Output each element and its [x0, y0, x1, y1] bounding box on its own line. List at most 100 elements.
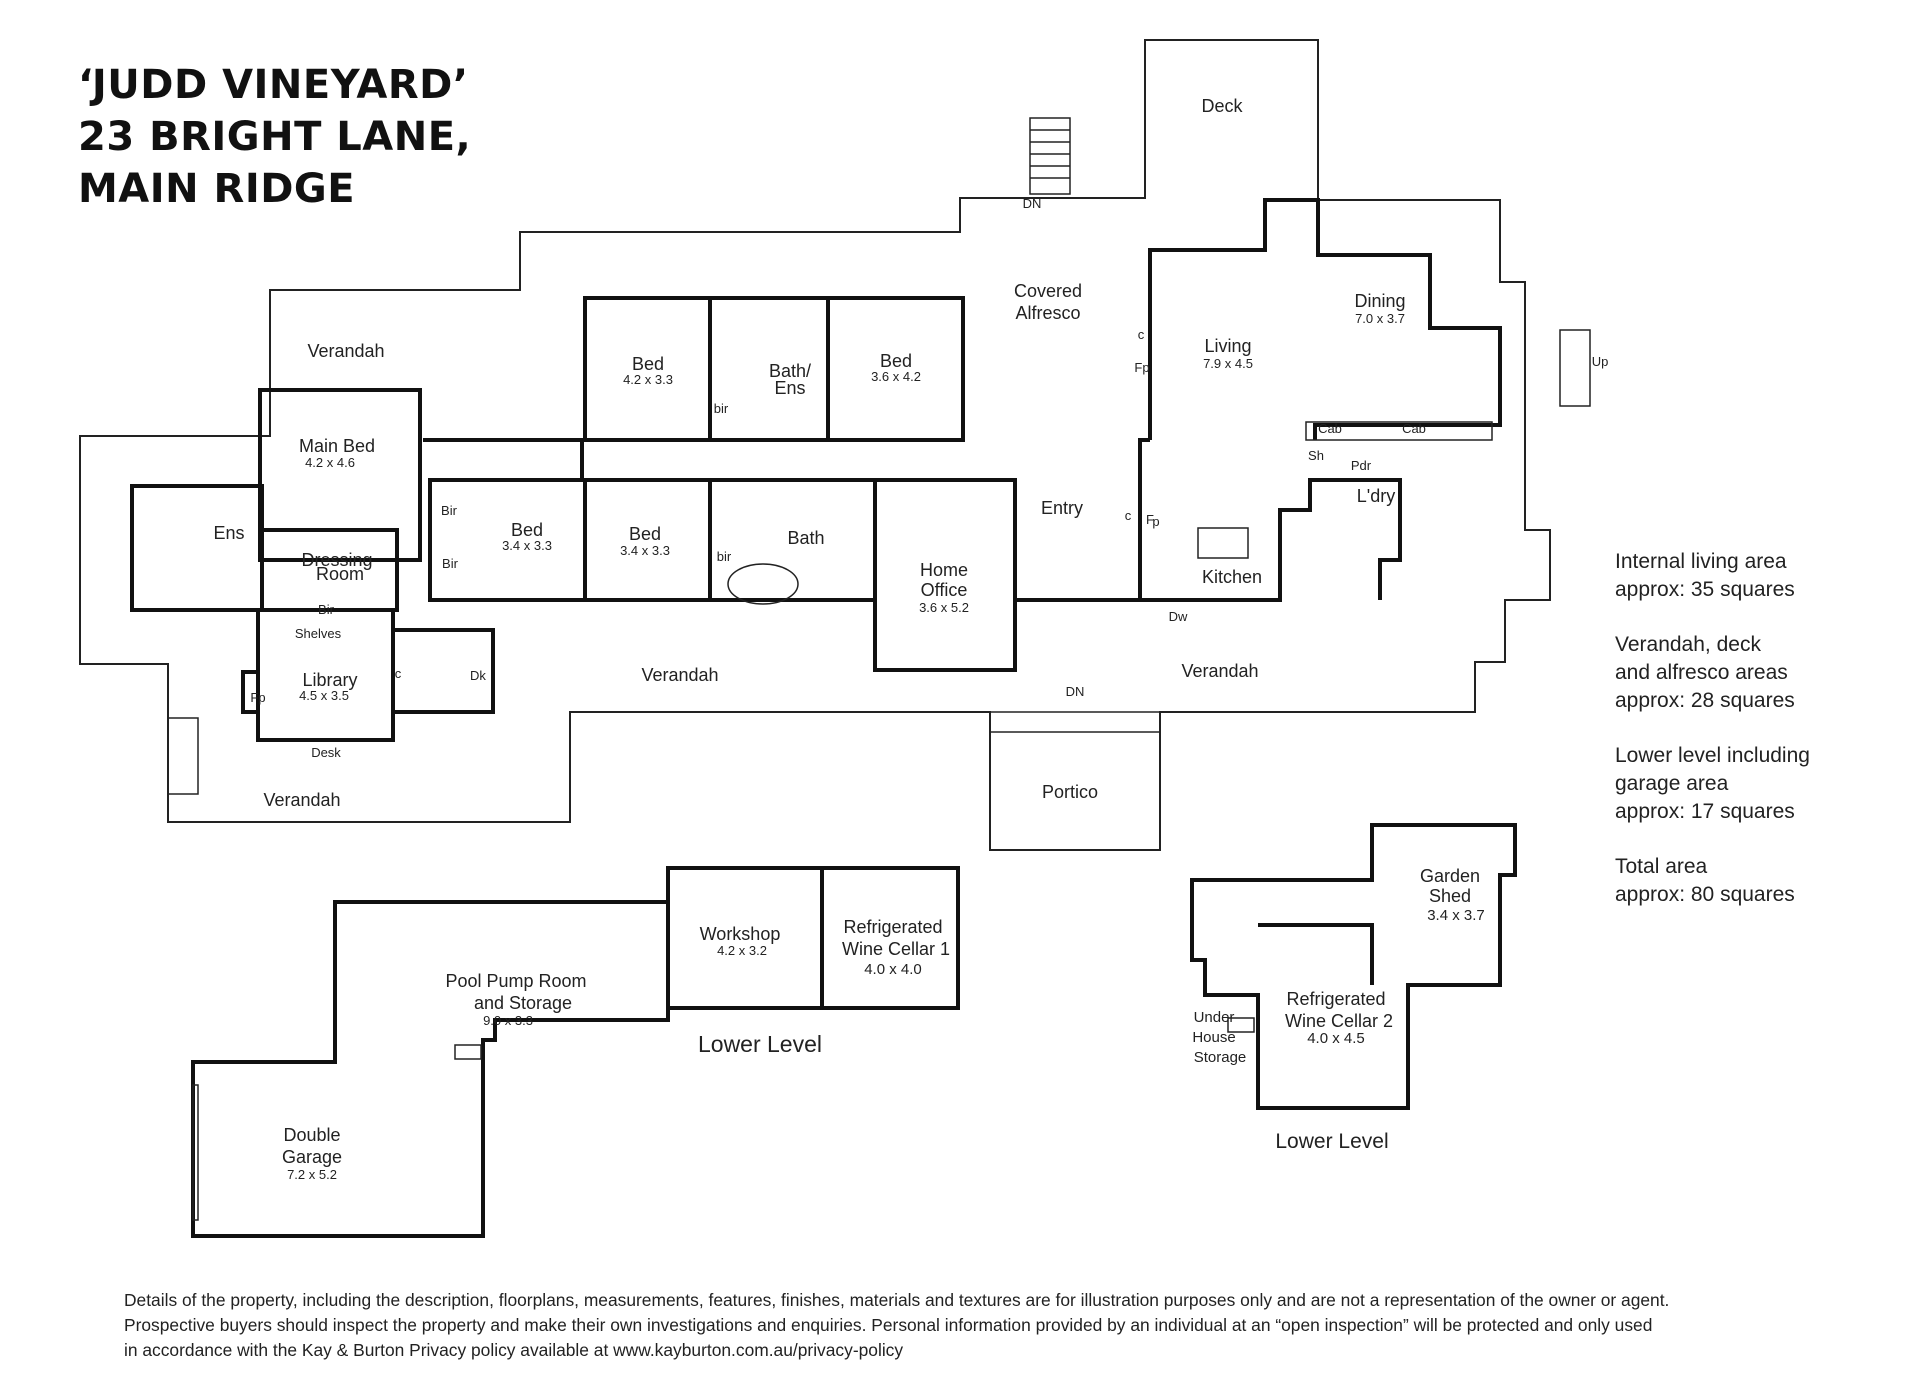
- disclaimer-line-3: in accordance with the Kay & Burton Priv…: [124, 1340, 904, 1360]
- area-lower-level: Lower level including garage area approx…: [1615, 742, 1905, 826]
- deck-label: Deck: [1201, 96, 1243, 116]
- bed-3-label: Bed: [511, 520, 543, 540]
- home-office-label-2: Office: [921, 580, 968, 600]
- area-verandah-line-2: and alfresco areas: [1615, 661, 1788, 684]
- wine-cellar-1-size: 4.0 x 4.0: [864, 961, 922, 978]
- fp-label-2: Fp: [1134, 360, 1149, 375]
- area-internal-line-1: Internal living area: [1615, 550, 1787, 573]
- pool-pump-label-1: Pool Pump Room: [445, 971, 586, 991]
- pdr-label: Pdr: [1351, 458, 1372, 473]
- cab-label-2: Cab: [1402, 421, 1426, 436]
- living-size: 7.9 x 4.5: [1203, 356, 1253, 371]
- dining-size: 7.0 x 3.7: [1355, 311, 1405, 326]
- area-internal-line-2: approx: 35 squares: [1615, 578, 1795, 601]
- library-size: 4.5 x 3.5: [299, 688, 349, 703]
- bir-label-1: Bir: [441, 503, 458, 518]
- entry-label: Entry: [1041, 498, 1083, 518]
- wine-cellar-1-label-1: Refrigerated: [843, 917, 942, 937]
- area-internal: Internal living area approx: 35 squares: [1615, 548, 1905, 604]
- bath-ens-label-1: Bath/: [769, 361, 811, 381]
- verandah-se-label: Verandah: [1181, 661, 1258, 681]
- dw-label: Dw: [1169, 609, 1188, 624]
- wine-cellar-2-label-1: Refrigerated: [1286, 989, 1385, 1009]
- lower-level-label-1: Lower Level: [698, 1031, 822, 1057]
- bed-2-size: 3.6 x 4.2: [871, 369, 921, 384]
- bed-1-label: Bed: [632, 354, 664, 374]
- bed-2-label: Bed: [880, 351, 912, 371]
- fp-label-1: Fp: [250, 690, 265, 705]
- area-lower-line-2: garage area: [1615, 772, 1729, 795]
- bir-label-3: Bir: [318, 602, 335, 617]
- outdoor-outline: [79, 39, 1551, 851]
- cab-label-1: Cab: [1318, 421, 1342, 436]
- workshop-label: Workshop: [700, 924, 781, 944]
- bir-label-4: bir: [714, 401, 729, 416]
- covered-alfresco-label-1: Covered: [1014, 281, 1082, 301]
- up-label: Up: [1592, 354, 1609, 369]
- area-summary: Internal living area approx: 35 squares …: [1615, 548, 1905, 936]
- portico-label: Portico: [1042, 782, 1098, 802]
- p-label: p: [1152, 514, 1159, 529]
- kitchen-label: Kitchen: [1202, 567, 1262, 587]
- area-lower-line-3: approx: 17 squares: [1615, 800, 1795, 823]
- area-total-line-1: Total area: [1615, 855, 1708, 878]
- verandah-mid-label: Verandah: [641, 665, 718, 685]
- garden-shed-size: 3.4 x 3.7: [1427, 907, 1485, 924]
- fixtures: [167, 117, 1591, 1221]
- title-line-3: MAIN RIDGE: [78, 166, 356, 212]
- c-label-2: c: [1138, 327, 1145, 342]
- house-walls: [130, 198, 1502, 742]
- title-line-2: 23 BRIGHT LANE,: [78, 114, 472, 160]
- under-house-label-2: House: [1192, 1029, 1235, 1046]
- dining-label: Dining: [1354, 291, 1405, 311]
- wine-cellar-1-label-2: Wine Cellar 1: [842, 939, 950, 959]
- garden-shed-label-1: Garden: [1420, 866, 1480, 886]
- area-verandah-line-3: approx: 28 squares: [1615, 689, 1795, 712]
- main-bed-size: 4.2 x 4.6: [305, 455, 355, 470]
- dn-label-2: DN: [1066, 684, 1085, 699]
- bir-label-2: Bir: [442, 556, 459, 571]
- bath-label: Bath: [787, 528, 824, 548]
- disclaimer-line-2: Prospective buyers should inspect the pr…: [124, 1315, 1653, 1335]
- bed-4-label: Bed: [629, 524, 661, 544]
- bed-4-size: 3.4 x 3.3: [620, 543, 670, 558]
- lower-level-walls: [191, 823, 1517, 1238]
- bath-ens-label-2: Ens: [774, 378, 805, 398]
- disclaimer: Details of the property, including the d…: [124, 1288, 1764, 1363]
- library-label: Library: [302, 670, 357, 690]
- plan-labels: Deck Covered Alfresco Verandah Bed 4.2 x…: [213, 96, 1608, 1182]
- area-lower-line-1: Lower level including: [1615, 744, 1810, 767]
- bed-3-size: 3.4 x 3.3: [502, 538, 552, 553]
- laundry-label: L'dry: [1357, 486, 1395, 506]
- c-label-3: c: [395, 666, 402, 681]
- dn-label-1: DN: [1023, 196, 1042, 211]
- area-verandah: Verandah, deck and alfresco areas approx…: [1615, 631, 1905, 715]
- double-garage-size: 7.2 x 5.2: [287, 1167, 337, 1182]
- double-garage-label-1: Double: [283, 1125, 340, 1145]
- lower-level-label-2: Lower Level: [1275, 1130, 1388, 1153]
- area-verandah-line-1: Verandah, deck: [1615, 633, 1761, 656]
- main-bed-label: Main Bed: [299, 436, 375, 456]
- f-label: F: [1146, 512, 1154, 527]
- under-house-label-1: Under: [1194, 1009, 1235, 1026]
- pool-pump-size: 9.0 x 3.3: [483, 1013, 533, 1028]
- garden-shed-label-2: Shed: [1429, 886, 1471, 906]
- living-label: Living: [1204, 336, 1251, 356]
- shelves-label: Shelves: [295, 626, 342, 641]
- disclaimer-line-1: Details of the property, including the d…: [124, 1290, 1670, 1310]
- wine-cellar-2-size: 4.0 x 4.5: [1307, 1030, 1365, 1047]
- title-line-1: ‘JUDD VINEYARD’: [78, 62, 469, 108]
- home-office-size: 3.6 x 5.2: [919, 600, 969, 615]
- covered-alfresco-label-2: Alfresco: [1015, 303, 1080, 323]
- bed-1-size: 4.2 x 3.3: [623, 372, 673, 387]
- verandah-sw-label: Verandah: [263, 790, 340, 810]
- wine-cellar-2-label-2: Wine Cellar 2: [1285, 1011, 1393, 1031]
- workshop-size: 4.2 x 3.2: [717, 943, 767, 958]
- area-total: Total area approx: 80 squares: [1615, 853, 1905, 909]
- ens-label: Ens: [213, 523, 244, 543]
- desk-label: Desk: [311, 745, 341, 760]
- c-label-1: c: [1125, 508, 1132, 523]
- home-office-label-1: Home: [920, 560, 968, 580]
- double-garage-label-2: Garage: [282, 1147, 342, 1167]
